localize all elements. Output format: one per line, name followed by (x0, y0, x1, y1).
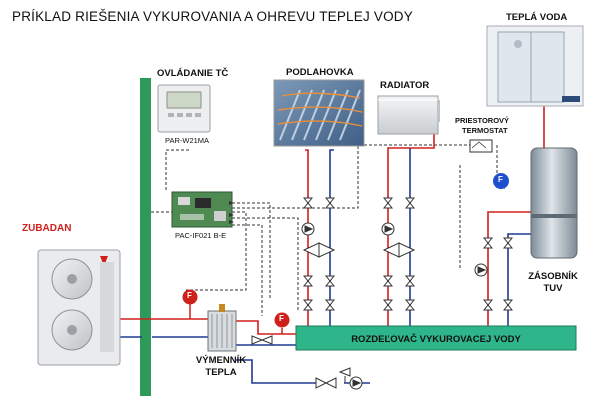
thermostat-label-1: PRIESTOROVÝ (455, 116, 510, 125)
heat-exchanger (207, 304, 237, 352)
sensor-primary (182, 289, 198, 305)
hot-water-tank (530, 147, 578, 259)
mixing-valves (302, 242, 416, 258)
diagram-title: PRÍKLAD RIEŠENIA VYKUROVANIA A OHREVU TE… (12, 9, 413, 24)
interface-board (171, 191, 234, 228)
control-wires (151, 144, 505, 316)
room-thermostat (469, 139, 493, 153)
thermostat-label-2: TERMOSTAT (462, 126, 508, 135)
control-label: OVLÁDANIE TČ (157, 68, 229, 79)
exchanger-label-2: TEPLA (205, 367, 237, 378)
sensor-tank (493, 173, 509, 189)
valves (251, 197, 514, 389)
radiator-label: RADIATOR (380, 80, 430, 91)
shower-image (486, 25, 584, 107)
tank-label-1: ZÁSOBNÍK (528, 271, 578, 282)
heating-manifold (295, 325, 577, 351)
manifold-label: ROZDEĽOVAČ VYKUROVACEJ VODY (351, 334, 521, 345)
tank-label-2: TUV (543, 283, 563, 294)
outdoor-unit-label: ZUBADAN (22, 223, 72, 234)
hot-water-label: TEPLÁ VODA (506, 12, 568, 23)
sensor-manifold (274, 312, 290, 328)
floor-heating-image (273, 79, 365, 147)
interface-model-label: PAC-IF021 B-E (175, 231, 227, 240)
controller-model-label: PAR-W21MA (165, 136, 210, 145)
control-bus-bar (140, 78, 151, 396)
exchanger-label-1: VÝMENNÍK (195, 355, 247, 366)
temp-sensors (182, 173, 509, 334)
safety-valve (338, 367, 351, 383)
radiator-image (377, 95, 440, 135)
floor-heating-label: PODLAHOVKA (286, 67, 354, 78)
pipes (108, 104, 545, 384)
outdoor-unit (37, 249, 121, 366)
wall-controller (157, 84, 211, 133)
pumps (301, 222, 488, 390)
sensor-manifold-label: F (279, 314, 284, 323)
sensor-primary-label: F (187, 291, 192, 300)
sensor-tank-label: F (498, 175, 503, 184)
